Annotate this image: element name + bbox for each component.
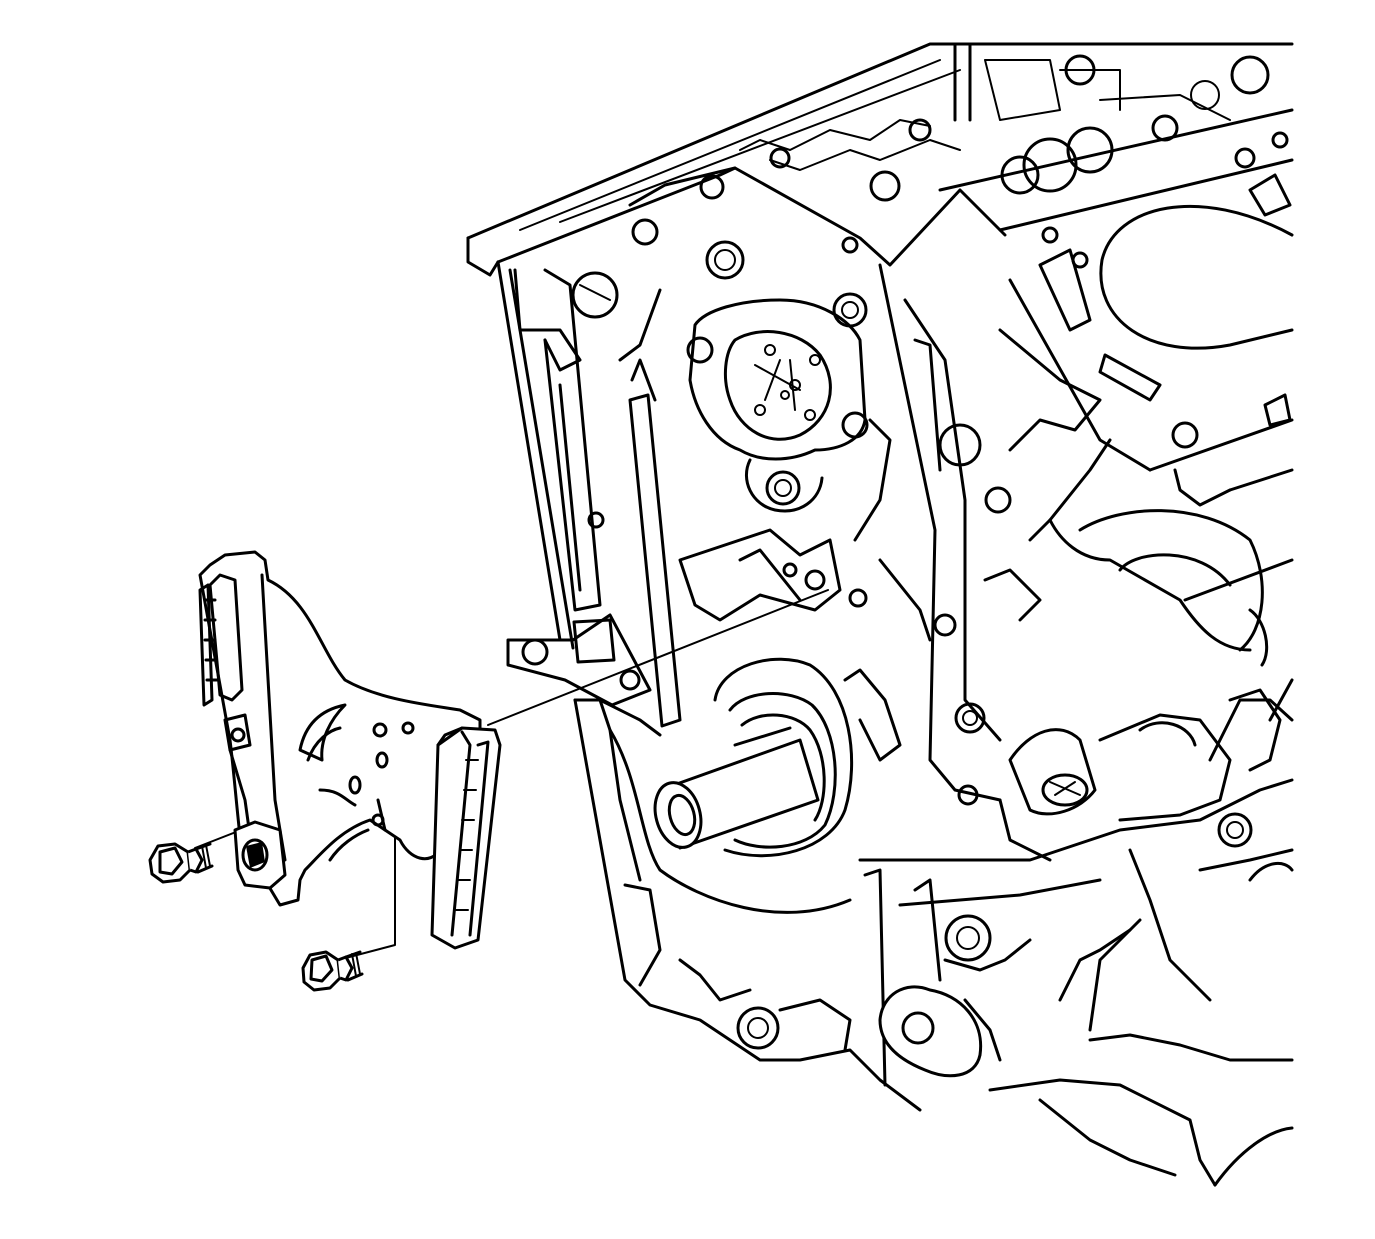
- bolt-lower: [301, 950, 364, 992]
- engine-block: [466, 42, 1294, 1187]
- bolt-upper: [148, 842, 214, 884]
- flange-bolt-icon: [301, 950, 364, 992]
- chain-guide-rail: [430, 726, 502, 950]
- flange-bolt-icon: [148, 842, 214, 884]
- timing-chain-guide-bracket: [198, 550, 482, 907]
